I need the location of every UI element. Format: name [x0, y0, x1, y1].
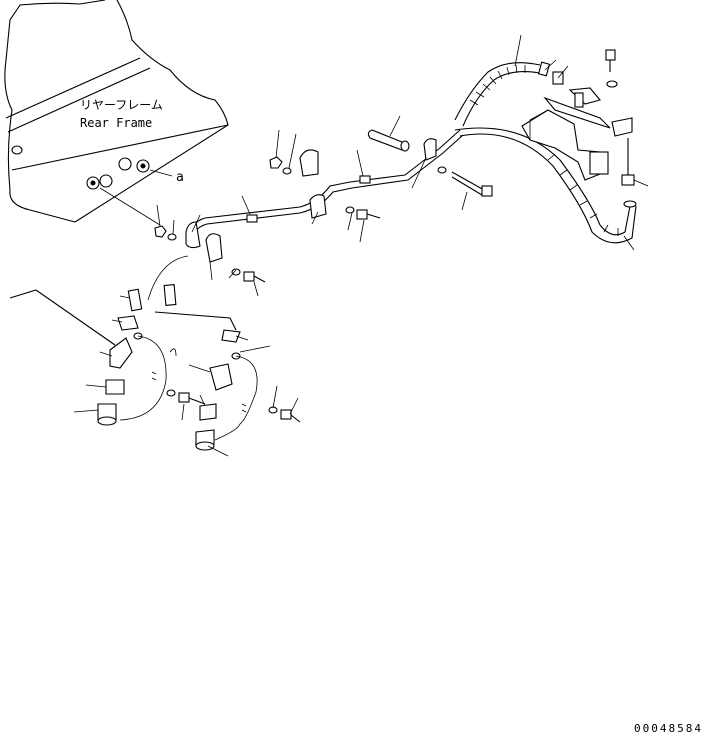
- drawing-number: 00048584: [634, 722, 703, 735]
- frame-label-en: Rear Frame: [80, 116, 152, 130]
- leader-lines: [73, 34, 649, 457]
- frame-boss: [86, 157, 150, 190]
- rear-frame: リヤーフレーム Rear Frame a: [4, 0, 229, 226]
- spiral-wrap-upper: [454, 62, 541, 127]
- clamp-group: [185, 138, 437, 263]
- lower-connectors: [9, 255, 301, 451]
- sleeve-tube: [367, 129, 410, 152]
- sensor-bracket: [521, 49, 635, 186]
- frame-label-jp: リヤーフレーム: [80, 98, 163, 112]
- main-harness: [187, 61, 637, 248]
- ref-marker-a: a: [176, 170, 184, 185]
- fasteners-center: [154, 156, 381, 283]
- long-bolt: [437, 166, 493, 197]
